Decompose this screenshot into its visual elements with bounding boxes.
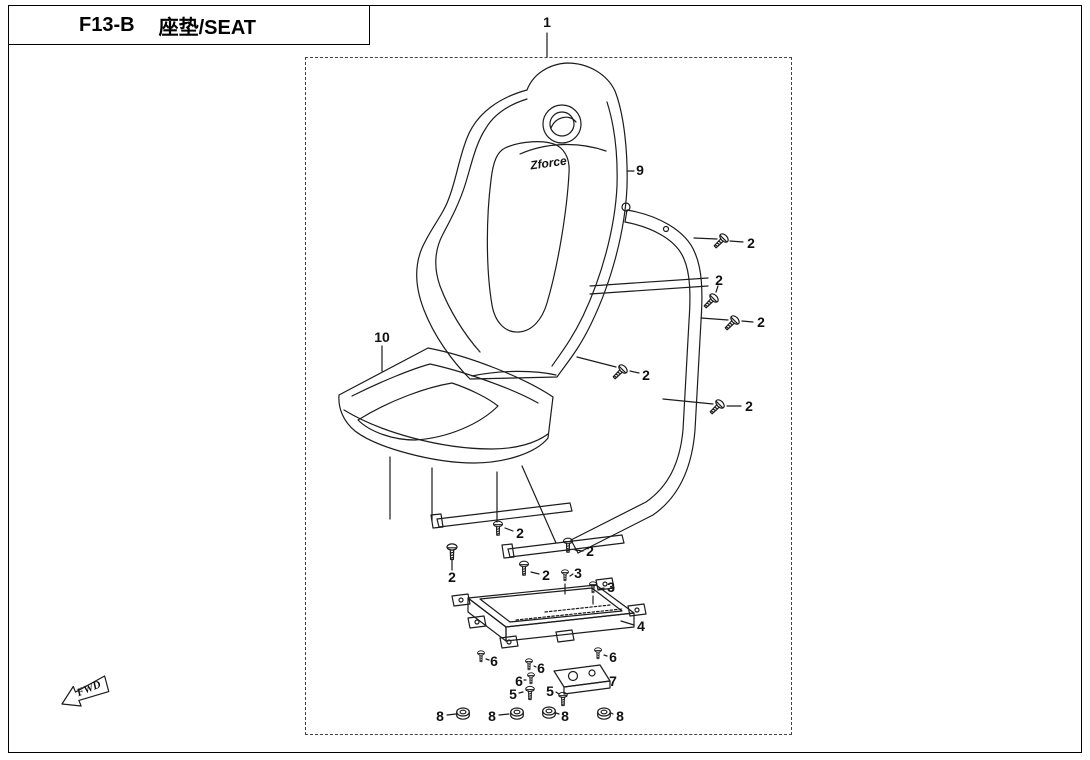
callout-6: 6 [490,653,498,669]
headrest-emblem-icon [542,104,582,144]
mounting-rails [430,502,625,559]
seat-back: Zforce [415,62,628,380]
callout-6: 6 [515,673,523,689]
callout-2: 2 [642,367,650,383]
callout-2: 2 [757,314,765,330]
seat-base-plate [451,577,647,649]
callout-2: 2 [747,235,755,251]
slider-bracket [553,664,611,695]
callout-5: 5 [546,683,554,699]
callout-2: 2 [516,525,524,541]
callout-6: 6 [609,649,617,665]
callout-9: 9 [636,162,644,178]
callout-10: 10 [374,329,390,345]
diagram-code: F13-B [79,13,135,36]
callout-5: 5 [509,686,517,702]
callout-3: 3 [607,579,615,595]
seat-frame-tube [570,202,703,554]
callout-3: 3 [574,565,582,581]
callout-2: 2 [542,567,550,583]
seat-logo-text: Zforce [528,154,568,173]
callout-8: 8 [488,708,496,724]
callout-4: 4 [637,618,645,634]
callout-8: 8 [436,708,444,724]
assembly-boundary [305,57,792,735]
callout-1: 1 [543,14,551,30]
callout-7: 7 [609,673,617,689]
seat-cushion [338,347,554,464]
diagram-title: 座垫/SEAT [158,16,256,39]
callout-8: 8 [561,708,569,724]
callout-8: 8 [616,708,624,724]
callout-6: 6 [537,660,545,676]
callout-2: 2 [448,569,456,585]
leader-lines [381,32,754,716]
title-block: F13-B 座垫/SEAT [8,5,370,45]
callout-2: 2 [715,272,723,288]
callout-2: 2 [745,398,753,414]
page-border [8,5,1082,753]
callout-2: 2 [586,543,594,559]
